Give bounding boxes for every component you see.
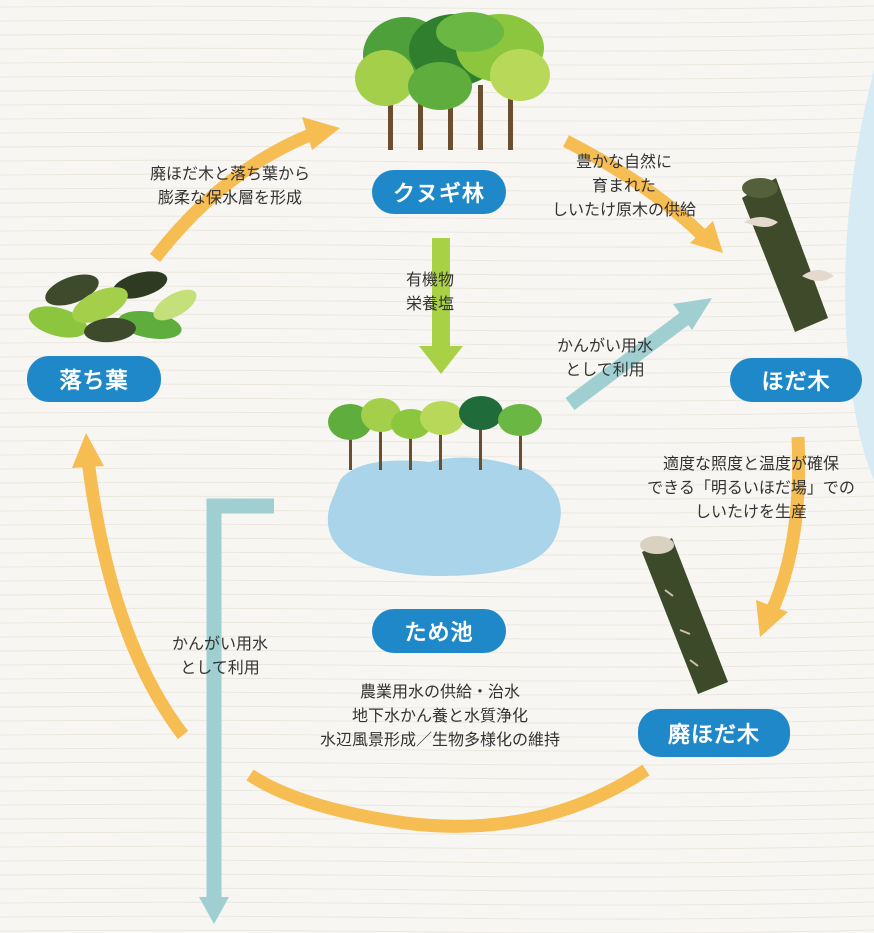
- arrow-forest-to-hodagi: [563, 135, 710, 243]
- cycle-arrowheads: [72, 117, 788, 637]
- mushroom-log-icon: [742, 178, 834, 332]
- arrow-hodagi-to-spent: [764, 436, 806, 618]
- arrowhead-leaves: [72, 433, 104, 468]
- label-pond-to-hodagi: かんがい用水 として利用: [556, 336, 653, 379]
- cycle-arrows: [81, 126, 806, 833]
- arrowhead-forest: [302, 117, 340, 150]
- node-spent-hodagi: 廃ほだ木: [638, 709, 790, 757]
- forest-icon: [355, 12, 550, 150]
- node-hodagi: ほだ木: [730, 358, 862, 402]
- spent-log-icon: [640, 536, 728, 694]
- node-forest: クヌギ林: [372, 170, 506, 214]
- arrow-leaves-to-forest: [149, 126, 318, 262]
- arrow-bottom-to-leaves: [81, 459, 189, 739]
- node-leaves: 落ち葉: [27, 356, 161, 402]
- label-forest-to-hodagi: 豊かな自然に 育まれた しいたけ原木の供給: [551, 152, 696, 219]
- arrowhead-hodagi: [690, 221, 723, 253]
- label-hodagi-to-spent: 適度な照度と温度が確保 できる「明るいほだ場」での しいたけを生産: [647, 454, 855, 521]
- fallen-leaves-icon: [28, 271, 197, 343]
- label-pond-outflow: かんがい用水 として利用: [171, 634, 268, 677]
- label-pond-functions: 農業用水の供給・治水 地下水かん養と水質浄化 水辺風景形成／生物多様化の維持: [319, 682, 560, 749]
- node-pond: ため池: [372, 609, 506, 653]
- pond-icon: [327, 396, 561, 576]
- arrowhead-spent: [756, 600, 788, 637]
- arrow-forest-to-pond: [419, 238, 463, 374]
- water-arrows: [199, 298, 712, 924]
- label-leaves-to-forest: 廃ほだ木と落ち葉から 膨柔な保水層を形成: [149, 164, 310, 207]
- label-forest-to-pond: 有機物 栄養塩: [405, 270, 454, 313]
- arrow-spent-to-bottom: [246, 764, 650, 833]
